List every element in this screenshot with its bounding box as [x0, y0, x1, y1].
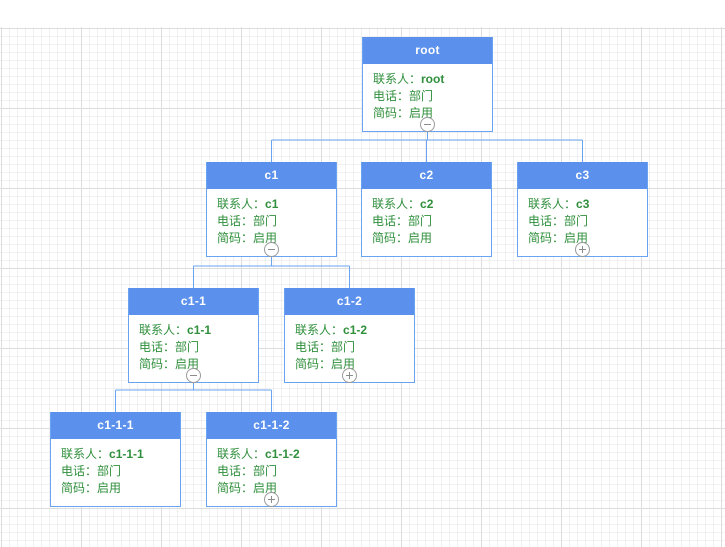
- node-field-code-label: 简码：: [217, 231, 254, 245]
- node-field-code: 简码：启用: [372, 230, 491, 247]
- node-field-contact-label: 联系人：: [295, 323, 344, 337]
- node-field-phone-label: 电话：: [372, 214, 409, 228]
- node-field-contact: 联系人：c1-1: [139, 322, 258, 339]
- node-field-phone-label: 电话：: [528, 214, 565, 228]
- node-field-code: 简码：启用: [217, 230, 336, 247]
- node-field-contact-label: 联系人：: [217, 447, 266, 461]
- node-field-phone-value: 部门: [97, 464, 122, 478]
- node-field-contact-label: 联系人：: [528, 197, 577, 211]
- node-field-phone: 电话：部门: [295, 339, 414, 356]
- node-title: c1: [207, 162, 336, 189]
- node-field-phone-label: 电话：: [373, 89, 410, 103]
- node-field-contact: 联系人：c1-1-2: [217, 446, 336, 463]
- node-field-phone-label: 电话：: [61, 464, 98, 478]
- node-field-phone-value: 部门: [175, 340, 200, 354]
- node-field-code-label: 简码：: [217, 481, 254, 495]
- node-field-code-value: 启用: [408, 231, 433, 245]
- node-field-phone: 电话：部门: [139, 339, 258, 356]
- node-field-code-label: 简码：: [373, 106, 410, 120]
- expand-toggle-c1-2[interactable]: [342, 367, 357, 383]
- collapse-toggle-c1[interactable]: [264, 241, 279, 257]
- node-title: c1-2: [285, 288, 414, 315]
- node-field-phone: 电话：部门: [528, 213, 647, 230]
- node-field-code: 简码：启用: [61, 480, 180, 497]
- node-field-phone-value: 部门: [564, 214, 589, 228]
- node-field-contact: 联系人：c3: [528, 196, 647, 213]
- node-field-phone-label: 电话：: [217, 214, 254, 228]
- node-field-contact-value: c1-1-2: [265, 447, 300, 461]
- node-field-contact: 联系人：c2: [372, 196, 491, 213]
- node-field-contact-value: c2: [420, 197, 434, 211]
- node-title: c3: [518, 162, 647, 189]
- node-field-contact-value: c1-1-1: [109, 447, 144, 461]
- expand-toggle-c1-1-2[interactable]: [264, 491, 279, 507]
- node-field-phone-value: 部门: [409, 89, 434, 103]
- node-title: c1-1: [129, 288, 258, 315]
- node-field-contact: 联系人：root: [373, 71, 492, 88]
- node-field-contact-value: c1-2: [343, 323, 368, 337]
- collapse-toggle-root[interactable]: [420, 116, 435, 132]
- node-field-contact: 联系人：c1: [217, 196, 336, 213]
- collapse-toggle-c1-1[interactable]: [186, 367, 201, 383]
- node-field-code-label: 简码：: [295, 357, 332, 371]
- node-field-phone-label: 电话：: [217, 464, 254, 478]
- expand-toggle-c3[interactable]: [575, 241, 590, 257]
- node-field-code-label: 简码：: [372, 231, 409, 245]
- node-field-contact: 联系人：c1-1-1: [61, 446, 180, 463]
- node-field-phone-value: 部门: [331, 340, 356, 354]
- node-field-phone-value: 部门: [253, 464, 278, 478]
- node-field-phone: 电话：部门: [373, 88, 492, 105]
- node-field-contact-value: root: [421, 72, 445, 86]
- node-field-contact-value: c3: [576, 197, 590, 211]
- node-field-contact-value: c1: [265, 197, 279, 211]
- node-field-code: 简码：启用: [528, 230, 647, 247]
- node-field-phone: 电话：部门: [217, 213, 336, 230]
- node-field-contact-label: 联系人：: [372, 197, 421, 211]
- node-title: c2: [362, 162, 491, 189]
- node-field-contact-label: 联系人：: [139, 323, 188, 337]
- node-field-code: 简码：启用: [373, 105, 492, 122]
- node-field-phone: 电话：部门: [61, 463, 180, 480]
- node-field-phone-label: 电话：: [139, 340, 176, 354]
- node-field-phone-value: 部门: [408, 214, 433, 228]
- node-field-contact-label: 联系人：: [61, 447, 110, 461]
- node-field-contact-label: 联系人：: [373, 72, 422, 86]
- node-field-contact: 联系人：c1-2: [295, 322, 414, 339]
- node-field-code-label: 简码：: [528, 231, 565, 245]
- node-field-contact-value: c1-1: [187, 323, 212, 337]
- node-title: c1-1-2: [207, 412, 336, 439]
- node-field-phone: 电话：部门: [217, 463, 336, 480]
- node-field-phone: 电话：部门: [372, 213, 491, 230]
- node-field-code-label: 简码：: [61, 481, 98, 495]
- node-title: root: [363, 37, 492, 64]
- node-field-phone-value: 部门: [253, 214, 278, 228]
- node-field-code-label: 简码：: [139, 357, 176, 371]
- node-title: c1-1-1: [51, 412, 180, 439]
- node-field-code-value: 启用: [97, 481, 122, 495]
- node-field-phone-label: 电话：: [295, 340, 332, 354]
- node-field-contact-label: 联系人：: [217, 197, 266, 211]
